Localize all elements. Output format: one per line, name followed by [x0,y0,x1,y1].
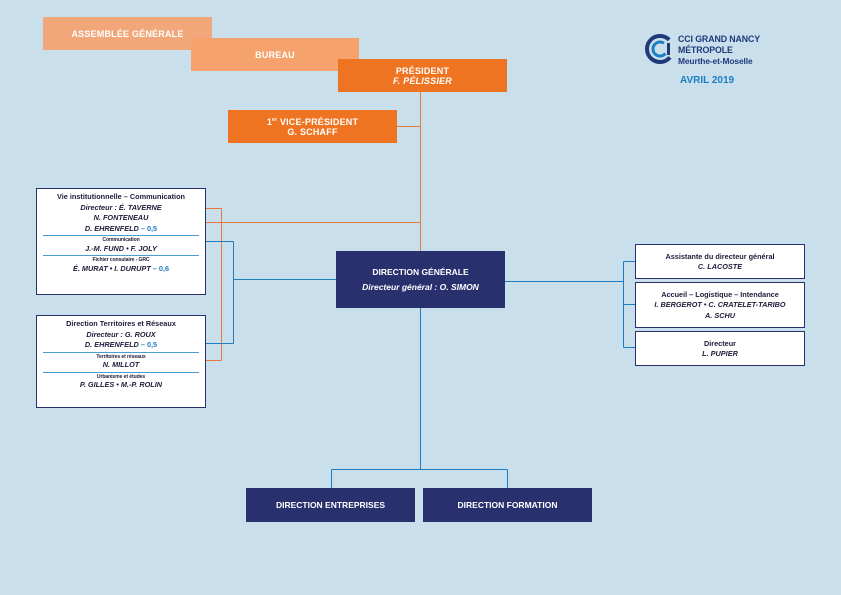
vie-line5: É. MURAT • I. DURUPT – 0,6 [43,264,199,275]
directeur-box: Directeur L. PUPIER [635,331,805,366]
vice-president-name: G. SCHAFF [287,126,338,137]
accueil-line1: I. BERGEROT • C. CRATELET-TARIBO [654,300,786,310]
vie-line5-name: É. MURAT • I. DURUPT [72,263,151,273]
vie-line3: D. EHRENFELD – 0,5 [43,224,199,235]
president-title: PRÉSIDENT [395,65,450,76]
vie-director: Directeur : É. TAVERNE [80,202,162,212]
territoires-title: Direction Territoires et Réseaux [66,319,176,328]
assemblee-generale-box: ASSEMBLÉE GÉNÉRALE [43,17,212,50]
directeur-title: Directeur [703,338,737,348]
directeur-name: L. PUPIER [702,349,738,358]
accueil-title: Accueil – Logistique – Intendance [661,289,779,299]
president-box: PRÉSIDENT F. PÉLISSIER [338,59,507,92]
orange-connectors [206,91,421,361]
territoires-cap1: Territoires et réseaux [43,351,199,361]
direction-formation-box: DIRECTION FORMATION [423,488,592,522]
president-name: F. PÉLISSIER [393,75,452,86]
cci-logo-icon [645,34,675,64]
territoires-director: Directeur : G. ROUX [86,329,156,339]
territoires-reseaux-box: Direction Territoires et Réseaux Directe… [36,315,206,408]
direction-generale-title: DIRECTION GÉNÉRALE [372,267,469,277]
accueil-line2: A. SCHU [705,310,735,320]
vie-line2: N. FONTENEAU [93,213,149,222]
vie-institutionnelle-box: Vie institutionnelle – Communication Dir… [36,188,206,295]
assistante-name: C. LACOSTE [697,262,743,271]
blue-connectors [206,241,635,488]
territoires-line4: P. GILLES • M.-P. ROLIN [79,380,163,390]
logo-line3: Meurthe-et-Moselle [678,56,753,66]
vice-president-box: 1er VICE-PRÉSIDENT G. SCHAFF [228,110,397,143]
territoires-line3: N. MILLOT [102,360,140,370]
vie-line4: J.-M. FUND • F. JOLY [85,243,157,253]
assistante-box: Assistante du directeur général C. LACOS… [635,244,805,279]
assistante-title: Assistante du directeur général [665,251,775,261]
logo-text: CCI GRAND NANCY MÉTROPOLE Meurthe-et-Mos… [678,34,760,67]
vie-cap1: Communication [43,235,199,244]
vie-cap2: Fichier consulaire - GRC [43,255,199,264]
territoires-line2-accent: – 0,5 [138,340,158,349]
direction-entreprises-label: DIRECTION ENTREPRISES [275,500,386,510]
bureau-label: BUREAU [255,49,295,60]
bureau-box: BUREAU [191,38,359,71]
territoires-cap2: Urbanisme et études [43,371,199,381]
vie-line5-accent: – 0,6 [150,263,170,273]
logo-line1: CCI GRAND NANCY [678,34,761,44]
direction-generale-box: DIRECTION GÉNÉRALE Directeur général : O… [336,251,505,308]
vice-president-title-num: 1 [266,116,273,127]
vie-title: Vie institutionnelle – Communication [57,192,185,201]
vice-president-title-rest: VICE-PRÉSIDENT [277,116,359,127]
vie-line3-name: D. EHRENFELD [84,223,139,233]
vie-line3-accent: – 0,5 [138,223,158,233]
vice-president-title-sup: er [272,116,278,123]
vice-president-title: 1er VICE-PRÉSIDENT [267,117,358,127]
direction-generale-sub: Directeur général : O. SIMON [362,282,479,292]
date-label: AVRIL 2019 [680,75,735,86]
logo-line2: MÉTROPOLE [678,45,733,55]
territoires-line2-name: D. EHRENFELD [84,340,139,349]
accueil-box: Accueil – Logistique – Intendance I. BER… [635,282,805,328]
assemblee-generale-label: ASSEMBLÉE GÉNÉRALE [71,28,184,39]
direction-formation-label: DIRECTION FORMATION [457,500,558,510]
territoires-line2: D. EHRENFELD – 0,5 [43,340,199,351]
direction-entreprises-box: DIRECTION ENTREPRISES [246,488,415,522]
